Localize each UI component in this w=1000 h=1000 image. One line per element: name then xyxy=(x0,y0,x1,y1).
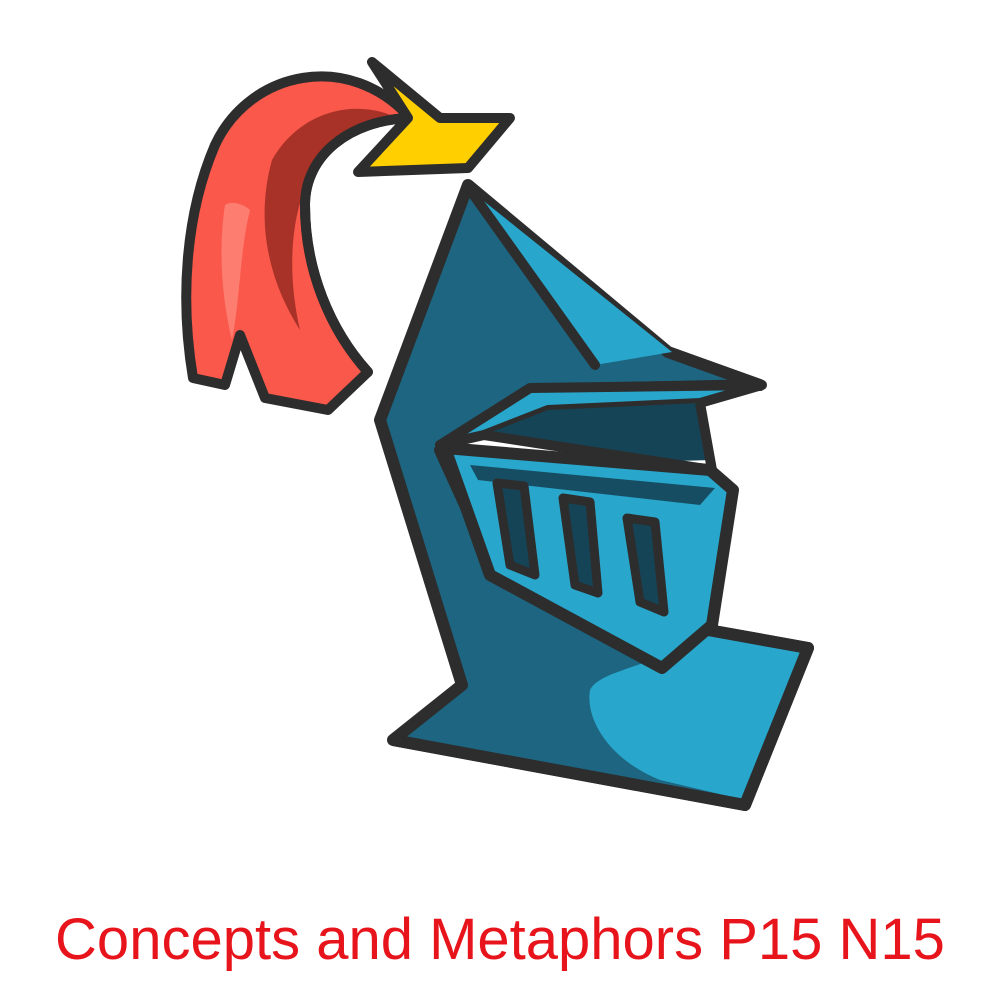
plume-icon xyxy=(181,71,415,415)
caption-label: Concepts and Metaphors P15 N15 xyxy=(55,907,945,972)
visor-slit-2 xyxy=(558,493,603,598)
visor-icon xyxy=(439,442,739,674)
helmet-icon xyxy=(374,179,814,811)
visor-slit-1 xyxy=(492,478,540,580)
knight-helmet-icon xyxy=(181,57,814,811)
star-icon xyxy=(353,57,515,177)
visor-slit-3 xyxy=(622,513,669,617)
